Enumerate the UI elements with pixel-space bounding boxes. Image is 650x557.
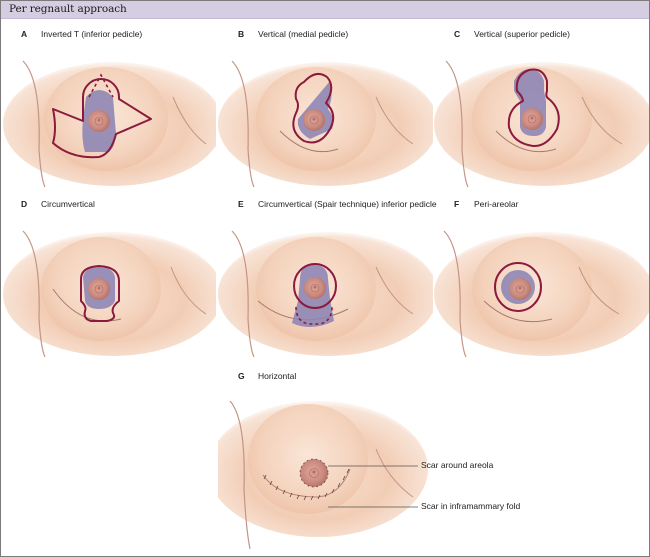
- callout-fold-scar: Scar in inframammary fold: [421, 501, 521, 511]
- breast-illustration-b: [218, 60, 433, 188]
- panel-letter: B: [238, 29, 245, 39]
- panel-a: A Inverted T (inferior pedicle): [1, 19, 216, 189]
- panel-letter: D: [21, 199, 28, 209]
- panel-title: Vertical (superior pedicle): [474, 29, 570, 39]
- figure-title: Per regnault approach: [9, 3, 127, 15]
- panel-c: C Vertical (superior pedicle): [434, 19, 649, 189]
- panel-d: D Circumvertical: [1, 189, 216, 359]
- breast-illustration-f: [434, 230, 649, 358]
- callout-areola-scar: Scar around areola: [421, 460, 494, 470]
- panel-letter: G: [238, 371, 245, 381]
- panel-title: Circumvertical (Spair technique) inferio…: [258, 199, 437, 209]
- figure-header: Per regnault approach: [1, 1, 649, 19]
- breast-illustration-d: [3, 230, 216, 358]
- panel-letter: A: [21, 29, 28, 39]
- panel-e: E Circumvertical (Spair technique) inferi…: [218, 189, 437, 359]
- panel-letter: E: [238, 199, 244, 209]
- inframammary-fold-scar: [262, 468, 351, 498]
- panel-letter: C: [454, 29, 461, 39]
- panel-g: G Horizontal Scar around areola Scar in i…: [218, 359, 648, 555]
- panel-title: Circumvertical: [41, 199, 95, 209]
- panel-title: Horizontal: [258, 371, 297, 381]
- breast-illustration-c: [434, 60, 649, 188]
- breast-illustration-g: [218, 400, 428, 550]
- panel-b: B Vertical (medial pedicle): [218, 19, 433, 189]
- panel-title: Vertical (medial pedicle): [258, 29, 349, 39]
- panel-letter: F: [454, 199, 460, 209]
- breast-illustration-e: [218, 230, 433, 358]
- breast-illustration-a: [3, 60, 216, 188]
- panel-f: F Peri-areolar: [434, 189, 649, 359]
- panel-title: Inverted T (inferior pedicle): [41, 29, 143, 39]
- panel-title: Peri-areolar: [474, 199, 519, 209]
